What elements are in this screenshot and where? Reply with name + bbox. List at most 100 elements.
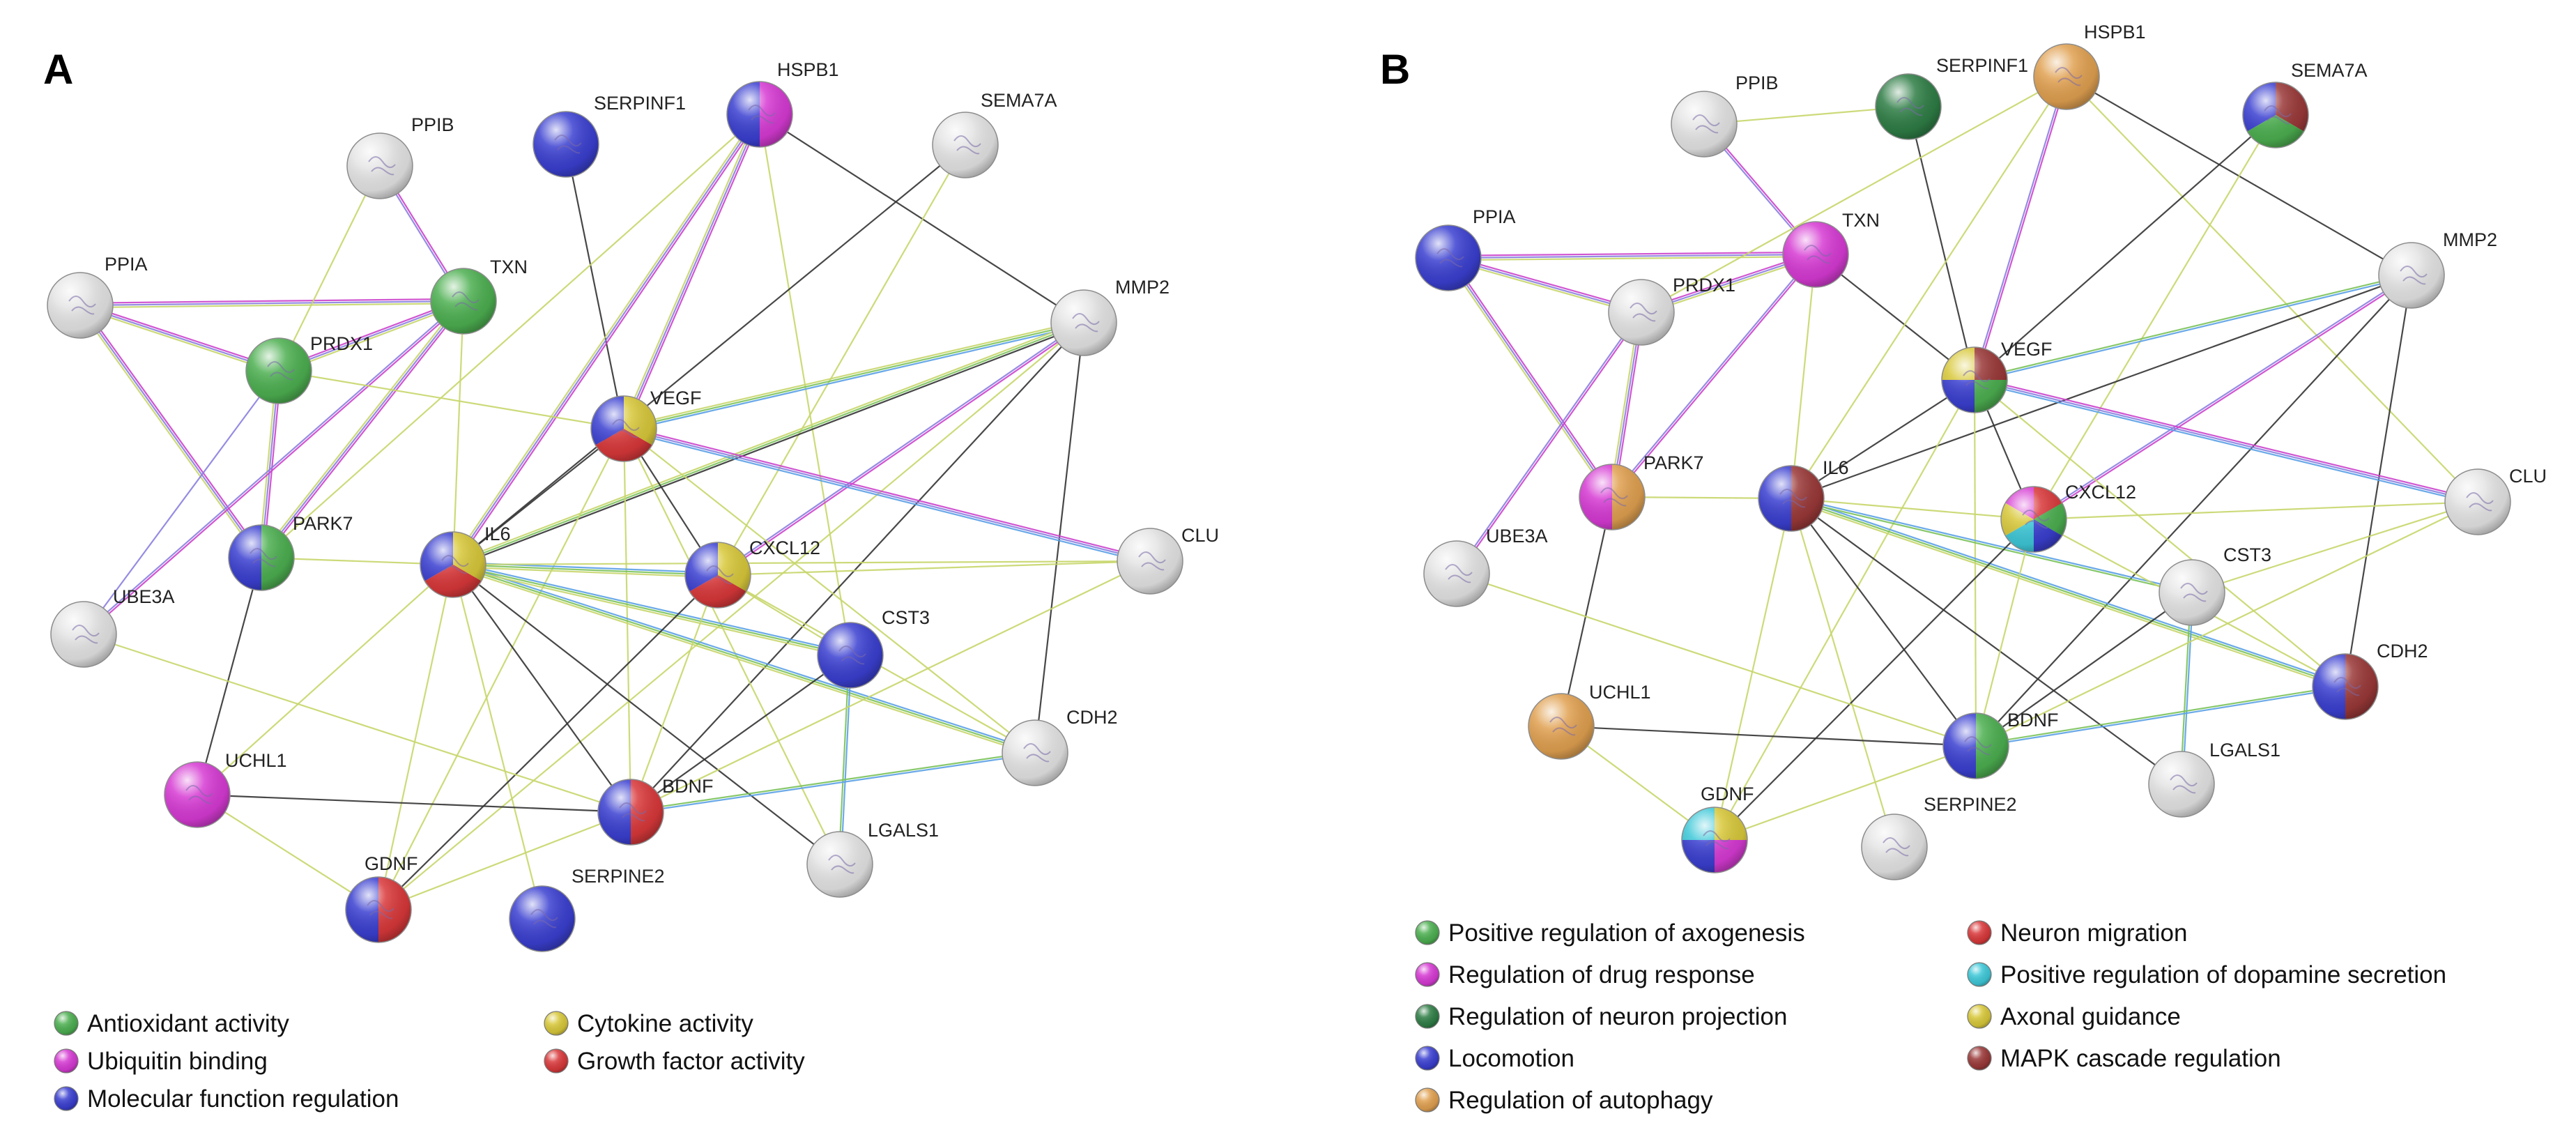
node-park7[interactable]: PARK7	[228, 513, 353, 591]
node-mmp2[interactable]: MMP2	[2378, 229, 2497, 309]
node-label-ppia: PPIA	[1473, 206, 1516, 227]
legend-item-projection: Regulation of neuron projection	[1415, 1003, 1787, 1030]
edge-hspb1-il6	[1791, 76, 2067, 499]
node-label-txn: TXN	[1842, 210, 1880, 231]
panel-a-nodes: PPIB SERPINF1 HSPB1 SEMA7A PPIA TXN PRDX1 MMP2V…	[47, 59, 1219, 952]
edge-ppia-prdx1	[1447, 254, 1643, 316]
node-label-bdnf: BDNF	[662, 776, 714, 797]
node-gdnf[interactable]: GDNF	[345, 853, 418, 943]
legend-item-molecular: Molecular function regulation	[54, 1085, 399, 1113]
edge-il6-txn	[452, 300, 465, 565]
edge-mmp2-il6	[452, 319, 1085, 568]
edge-cxcl12-clu	[2033, 501, 2478, 521]
edge-vegf-lgals1	[623, 428, 841, 865]
edge-uchl1-gdnf	[197, 794, 379, 910]
node-label-uchl1: UCHL1	[225, 750, 287, 771]
node-bdnf[interactable]: BDNF	[597, 776, 714, 846]
node-vegf[interactable]: VEGF	[1941, 339, 2053, 413]
node-lgals1[interactable]: LGALS1	[2148, 740, 2280, 818]
edge-sema7a-vegf	[1974, 114, 2276, 381]
edge-il6-gdnf	[1713, 498, 1793, 841]
node-serpine2[interactable]: SERPINE2	[1861, 794, 2017, 880]
legend-label: Regulation of neuron projection	[1448, 1003, 1787, 1030]
node-label-hspb1: HSPB1	[2084, 22, 2146, 43]
edge-txn-park7	[1610, 253, 1818, 498]
node-clu[interactable]: CLU	[1117, 525, 1219, 595]
node-label-cst3: CST3	[882, 607, 930, 628]
node-label-cdh2: CDH2	[2377, 641, 2428, 662]
node-label-cdh2: CDH2	[1066, 707, 1118, 728]
panel-b-legend: Positive regulation of axogenesisRegulat…	[1415, 919, 2446, 1114]
edge-mmp2-cxcl12	[716, 321, 1085, 577]
node-clu[interactable]: CLU	[2444, 466, 2547, 535]
node-label-txn: TXN	[490, 257, 528, 277]
node-serpinf1[interactable]: SERPINF1	[532, 93, 686, 178]
edge-clu-bdnf	[630, 560, 1151, 813]
edge-mmp2-bdnf	[1975, 275, 2412, 747]
node-il6[interactable]: IL6	[420, 524, 511, 598]
node-ube3a[interactable]: UBE3A	[1423, 526, 1548, 607]
node-gdnf[interactable]: GDNF	[1681, 784, 1754, 873]
node-label-vegf: VEGF	[2001, 339, 2053, 360]
node-cst3[interactable]: CST3	[817, 607, 930, 689]
edge-il6-lgals1	[452, 564, 841, 865]
node-serpinf1[interactable]: SERPINF1	[1875, 55, 2028, 140]
node-lgals1[interactable]: LGALS1	[806, 820, 939, 898]
edge-vegf-clu	[1973, 376, 2479, 505]
node-label-ppia: PPIA	[105, 254, 148, 275]
node-prdx1[interactable]: PRDX1	[245, 333, 373, 404]
node-prdx1[interactable]: PRDX1	[1608, 275, 1735, 346]
edge-cst3-clu	[2191, 501, 2478, 594]
node-cdh2[interactable]: CDH2	[2312, 641, 2428, 720]
node-ube3a[interactable]: UBE3A	[50, 586, 175, 668]
edge-cst3-lgals1	[838, 655, 852, 865]
node-cxcl12[interactable]: CXCL12	[684, 537, 820, 609]
edge-mmp2-bdnf	[630, 322, 1084, 813]
edge-il6-txn	[1790, 254, 1817, 499]
node-txn[interactable]: TXN	[1782, 210, 1880, 288]
node-label-park7: PARK7	[293, 513, 353, 534]
panel-a-edges	[77, 112, 1151, 919]
node-uchl1[interactable]: UCHL1	[1528, 682, 1651, 760]
edge-il6-serpine2	[1790, 498, 1896, 848]
node-ppib[interactable]: PPIB	[1671, 72, 1779, 158]
legend-label: Regulation of autophagy	[1448, 1087, 1713, 1114]
edge-cxcl12-bdnf	[629, 574, 719, 813]
node-vegf[interactable]: VEGF	[590, 388, 702, 462]
edge-ppib-serpinf1	[1703, 105, 1909, 125]
node-ppia[interactable]: PPIA	[47, 254, 148, 339]
edge-ppia-prdx1	[79, 302, 280, 374]
node-il6[interactable]: IL6	[1758, 457, 1849, 532]
edge-sema7a-il6	[452, 144, 966, 565]
node-cst3[interactable]: CST3	[2159, 544, 2271, 626]
node-label-uchl1: UCHL1	[1589, 682, 1651, 703]
node-serpine2[interactable]: SERPINE2	[509, 866, 665, 952]
node-ppia[interactable]: PPIA	[1415, 206, 1516, 291]
node-sema7a[interactable]: SEMA7A	[932, 90, 1057, 178]
node-hspb1[interactable]: HSPB1	[2033, 22, 2146, 110]
node-label-ube3a: UBE3A	[113, 586, 175, 607]
node-ppib[interactable]: PPIB	[346, 114, 454, 199]
node-cdh2[interactable]: CDH2	[1002, 707, 1118, 786]
node-hspb1[interactable]: HSPB1	[726, 59, 839, 148]
node-txn[interactable]: TXN	[430, 257, 528, 335]
node-uchl1[interactable]: UCHL1	[164, 750, 287, 828]
legend-label: Regulation of drug response	[1448, 961, 1755, 988]
node-label-lgals1: LGALS1	[2209, 740, 2280, 761]
node-label-serpinf1: SERPINF1	[1936, 55, 2028, 76]
node-label-ppib: PPIB	[411, 114, 454, 135]
edge-uchl1-bdnf	[1561, 725, 1977, 747]
edge-prdx1-ube3a	[83, 370, 279, 635]
node-bdnf[interactable]: BDNF	[1942, 710, 2059, 779]
edge-cdh2-bdnf	[630, 751, 1036, 814]
node-mmp2[interactable]: MMP2	[1050, 277, 1170, 356]
edge-serpinf1-vegf	[1907, 106, 1976, 381]
node-cxcl12[interactable]: CXCL12	[2000, 482, 2136, 553]
node-sema7a[interactable]: SEMA7A	[2242, 60, 2368, 148]
node-park7[interactable]: PARK7	[1579, 452, 1704, 530]
edge-vegf-il6	[452, 428, 624, 565]
node-label-cst3: CST3	[2223, 544, 2271, 565]
